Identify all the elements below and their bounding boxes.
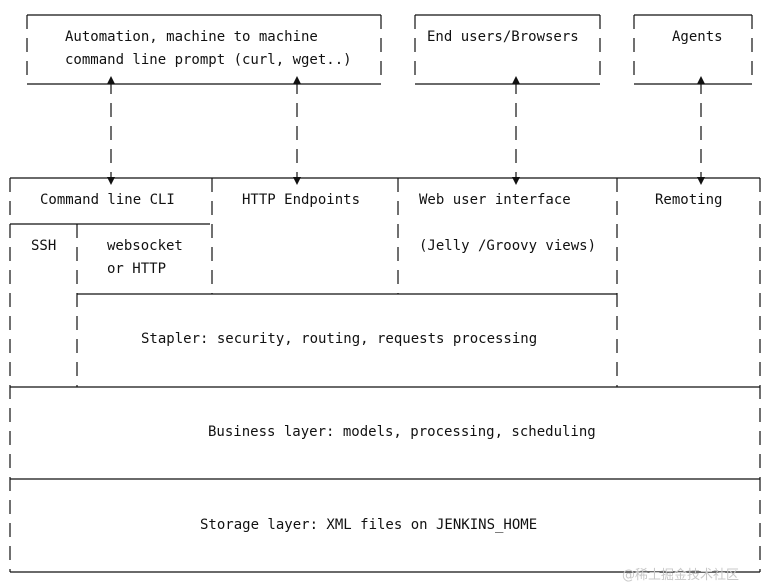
business-label: Business layer: models, processing, sche…: [208, 424, 596, 440]
watermark: @稀土掘金技术社区: [622, 568, 740, 583]
http-endpoints-label: HTTP Endpoints: [242, 192, 361, 208]
websocket-label-line2: or HTTP: [107, 261, 167, 277]
agents-label: Agents: [672, 29, 723, 45]
ssh-label: SSH: [31, 238, 57, 254]
remoting-label: Remoting: [655, 192, 723, 208]
stapler-label: Stapler: security, routing, requests pro…: [141, 331, 538, 347]
cli-label: Command line CLI: [40, 192, 175, 208]
websocket-label-line1: websocket: [107, 238, 183, 254]
web-ui-label: Web user interface: [419, 192, 571, 208]
agents-box-border: [633, 14, 753, 85]
automation-box-border: [26, 14, 382, 85]
end-users-box-border: [414, 14, 601, 85]
storage-label: Storage layer: XML files on JENKINS_HOME: [200, 517, 538, 533]
end-users-label: End users/Browsers: [427, 29, 579, 45]
automation-label-line2: command line prompt (curl, wget..): [65, 52, 352, 68]
automation-label-line1: Automation, machine to machine: [65, 29, 318, 45]
web-ui-sub-label: (Jelly /Groovy views): [419, 238, 597, 254]
